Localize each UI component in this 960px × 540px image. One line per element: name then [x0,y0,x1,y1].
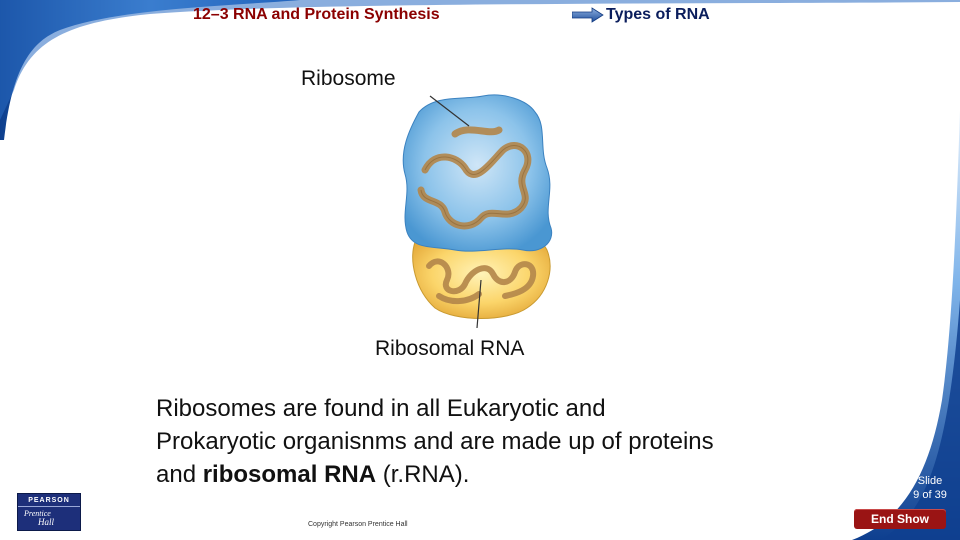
body-line-3-post: (r.RNA). [376,461,469,488]
ribosome-illustration [395,90,570,330]
slide-label: Slide [905,474,955,488]
slide-count: 9 of 39 [905,488,955,502]
arrow-right-icon [572,7,604,23]
body-line-2: Prokaryotic organisnms and are made up o… [156,425,836,458]
end-show-button[interactable]: End Show [854,509,946,529]
body-paragraph: Ribosomes are found in all Eukaryotic an… [156,392,836,491]
slide-counter: Slide 9 of 39 [905,474,955,502]
body-line-3-bold: ribosomal RNA [203,461,376,488]
body-line-3: and ribosomal RNA (r.RNA). [156,458,836,491]
pearson-prentice-hall-logo: PEARSON Prentice Hall [17,493,81,531]
figure-label-ribosome: Ribosome [301,67,396,91]
section-link[interactable]: Types of RNA [572,6,710,24]
logo-line-pearson: PEARSON [18,497,80,504]
section-title: Types of RNA [606,6,710,24]
figure-label-ribosomal-rna: Ribosomal RNA [375,337,524,361]
slide-header-title: 12–3 RNA and Protein Synthesis [193,6,440,24]
body-line-1: Ribosomes are found in all Eukaryotic an… [156,392,836,425]
logo-line-hall: Hall [38,517,54,527]
body-line-3-pre: and [156,461,203,488]
logo-divider [18,506,80,507]
copyright-text: Copyright Pearson Prentice Hall [308,521,408,528]
